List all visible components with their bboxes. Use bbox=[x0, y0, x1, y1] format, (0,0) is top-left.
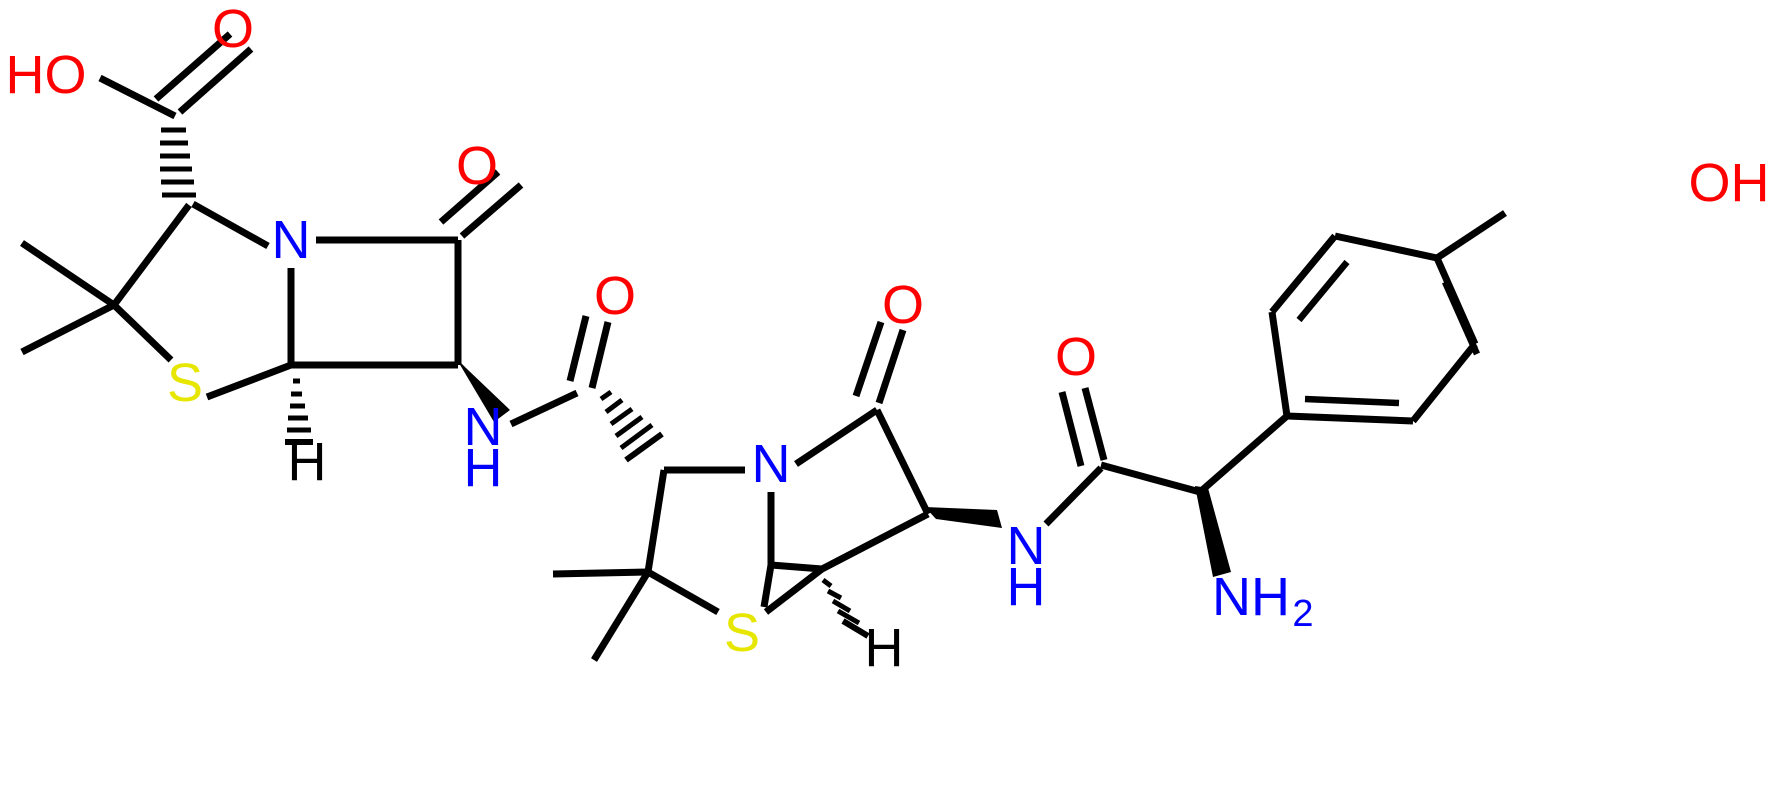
label-n-amide-right: N bbox=[1007, 516, 1046, 576]
bond-methyl-upper-left bbox=[20, 240, 116, 308]
label-h-amide-left: H bbox=[464, 438, 503, 498]
bond-aryl-5-6 bbox=[1410, 341, 1478, 424]
wedge-c6-to-amide-n-right bbox=[925, 507, 1002, 528]
bond-lactam-co-double-b-middle bbox=[852, 320, 885, 398]
hash-wedge-c5-h-middle bbox=[821, 578, 870, 639]
bond-carboxyl-double-b bbox=[153, 31, 233, 102]
amide-linker-left bbox=[509, 315, 612, 428]
bond-c2-c3-middle bbox=[644, 469, 668, 573]
bond-methyl-lower-left bbox=[20, 301, 116, 356]
bond-aryl-2-3 bbox=[1269, 233, 1338, 315]
hydroxyphenyl-ring bbox=[1268, 210, 1507, 425]
bond-c3-s-middle bbox=[646, 568, 720, 616]
label-ho-carboxyl: HO bbox=[6, 45, 87, 105]
hash-wedge-carboxyl-to-c2 bbox=[160, 127, 196, 198]
label-nh2-amine: NH bbox=[1212, 567, 1290, 627]
label-s-left-thiazolidine: S bbox=[167, 353, 203, 413]
bond-amide-co-double-a-right bbox=[1081, 387, 1108, 461]
amide-linker-right bbox=[1043, 387, 1201, 527]
bond-c3-s-left bbox=[111, 302, 174, 363]
bond-c2-c3-left bbox=[111, 202, 192, 308]
bond-carboxyl-double-a bbox=[177, 46, 254, 115]
bond-c2-n-left bbox=[191, 200, 270, 250]
bond-methyl-lower-middle bbox=[591, 570, 651, 662]
bond-methyl-left-middle bbox=[552, 568, 649, 578]
label-o-amide-right: O bbox=[1055, 327, 1097, 387]
bond-aryl-6-1 bbox=[1286, 412, 1414, 425]
bond-amide-n-to-carbonyl-left bbox=[509, 389, 579, 428]
penam-core-middle bbox=[552, 320, 932, 662]
bond-amide-n-to-carbonyl-right bbox=[1043, 465, 1104, 527]
hash-wedge-c5-h-left bbox=[285, 378, 313, 445]
bond-carbonyl-to-alpha-ch bbox=[1100, 461, 1201, 496]
label-oh-phenol: OH bbox=[1689, 153, 1770, 213]
label-o-carboxyl-double: O bbox=[212, 0, 254, 59]
bond-amide-co-double-b-left bbox=[566, 315, 590, 382]
carboxylic-acid-group bbox=[98, 31, 254, 120]
bond-n-c7-middle bbox=[794, 407, 879, 467]
bond-lactam-co-double-a-middle bbox=[875, 328, 907, 405]
label-h-left-ringfusion: H bbox=[288, 432, 327, 492]
wedge-c6-to-amide-n-left bbox=[456, 358, 510, 422]
label-o-mid-lactam: O bbox=[882, 275, 924, 335]
bond-s-to-ringfusion-middle bbox=[763, 566, 825, 615]
bond-c5-s-left bbox=[205, 361, 293, 401]
bond-ho-to-carboxyl-carbon bbox=[98, 74, 177, 120]
label-n-mid-betalactam: N bbox=[752, 434, 791, 494]
label-o-left-lactam: O bbox=[456, 136, 498, 196]
bond-aryl-to-oh bbox=[1435, 210, 1507, 261]
bond-lactam-co-double-b-left bbox=[438, 169, 501, 225]
bond-aryl-double-6-1 bbox=[1304, 395, 1400, 407]
atom-label-layer: HO O N O S H N H O O N S H N H O NH 2 OH bbox=[6, 0, 1770, 678]
bond-c5-s-middle bbox=[760, 564, 775, 608]
label-nh2-amine-subscript: 2 bbox=[1292, 593, 1313, 635]
bond-amide-co-double-b-right bbox=[1058, 391, 1085, 467]
label-h-amide-right: H bbox=[1007, 557, 1046, 617]
bond-aryl-1-2 bbox=[1268, 311, 1291, 417]
label-n-left-betalactam: N bbox=[272, 210, 311, 270]
label-n-amide-left: N bbox=[464, 397, 503, 457]
bond-c5-ringfusion-middle bbox=[770, 561, 823, 573]
label-h-mid-ringfusion: H bbox=[865, 618, 904, 678]
bond-c6-c5-middle bbox=[820, 510, 930, 573]
bond-aryl-double-2-3 bbox=[1296, 259, 1350, 323]
bond-lactam-co-double-a-left bbox=[459, 182, 524, 239]
bond-aryl-3-4 bbox=[1334, 232, 1438, 262]
wedge-alpha-ch-to-nh2 bbox=[1195, 486, 1231, 577]
penam-core-left bbox=[20, 169, 524, 401]
bond-aryl-double-4-5 bbox=[1442, 280, 1480, 356]
bond-c7-c6-middle bbox=[873, 408, 932, 516]
label-o-amide-left: O bbox=[594, 266, 636, 326]
label-s-mid-thiazolidine: S bbox=[724, 603, 760, 663]
bond-amide-co-double-a-left bbox=[588, 321, 612, 389]
hash-wedge-carbonyl-to-c2-middle bbox=[599, 389, 664, 463]
bond-alpha-ch-to-aryl bbox=[1197, 413, 1290, 495]
